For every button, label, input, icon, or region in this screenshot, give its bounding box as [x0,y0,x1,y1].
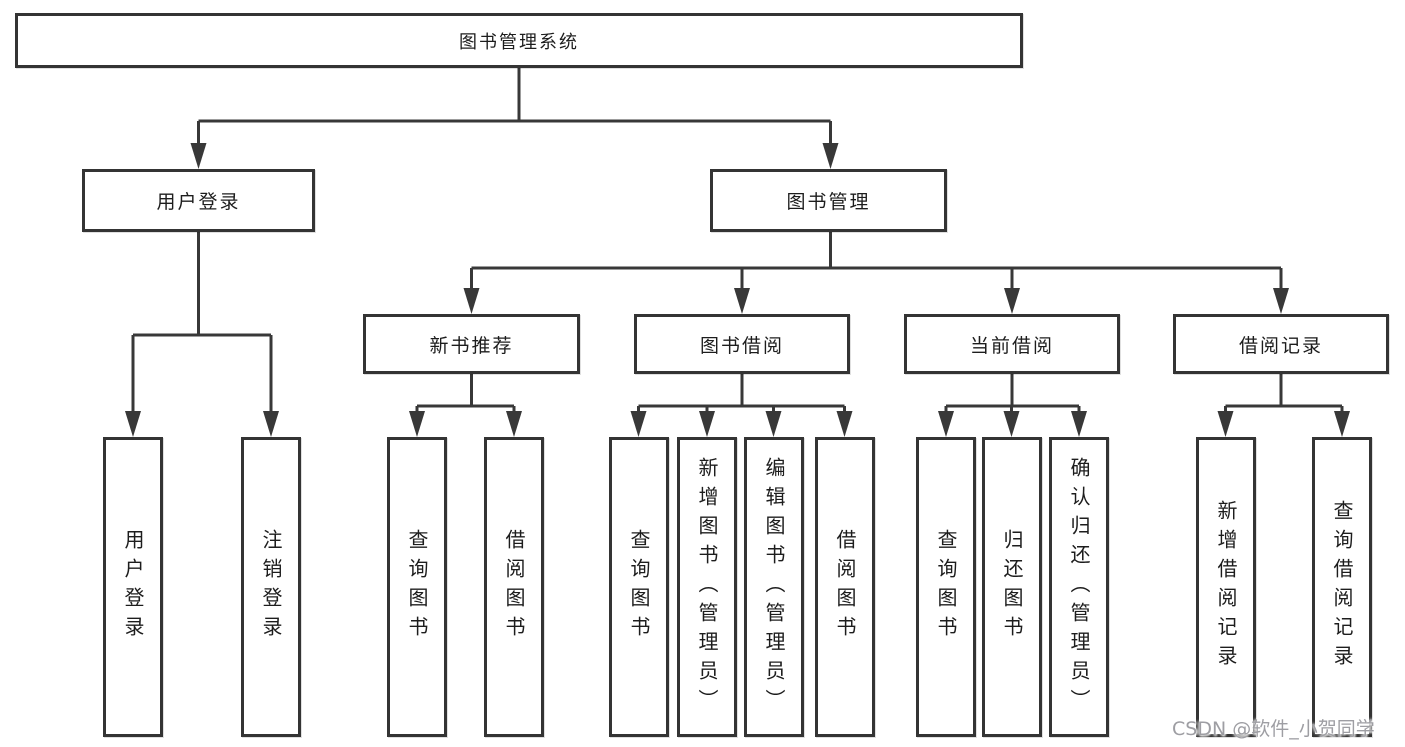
node-label: 借阅图书 [502,529,526,645]
watermark: CSDN @软件_小贺同学 [1172,718,1375,740]
node-label: 查询图书 [934,529,958,645]
node-label: 借阅记录 [1238,334,1323,357]
node-library-management-system: 图书管理系统 [15,13,1023,68]
leaf-borrow-query-books: 查询图书 [609,437,669,737]
node-label: 用户登录 [156,191,241,213]
leaf-current-return-books: 归还图书 [982,437,1042,737]
node-label: 新书推荐 [429,334,514,357]
leaf-borrow-borrow-books: 借阅图书 [815,437,875,737]
node-book-borrowing: 图书借阅 [634,314,850,374]
node-label: 用户登录 [121,529,145,645]
leaf-borrow-add-books-admin: 新增图书（管理员） [677,437,737,737]
leaf-records-query-borrow-record: 查询借阅记录 [1312,437,1372,737]
node-current-borrowing: 当前借阅 [904,314,1120,374]
node-label: 当前借阅 [969,334,1054,357]
node-label: 注销登录 [259,529,283,645]
node-label: 新增图书（管理员） [695,456,719,718]
node-label: 图书管理系统 [459,31,579,53]
node-label: 借阅图书 [833,529,857,645]
leaf-user-login: 用户登录 [103,437,163,737]
leaf-current-query-books: 查询图书 [916,437,976,737]
node-label: 确认归还（管理员） [1067,456,1091,718]
node-user-login: 用户登录 [82,169,315,232]
node-label: 查询图书 [627,529,651,645]
node-label: 查询图书 [405,529,429,645]
node-new-book-recommendation: 新书推荐 [363,314,580,374]
leaf-current-confirm-return-admin: 确认归还（管理员） [1049,437,1109,737]
leaf-records-add-borrow-record: 新增借阅记录 [1196,437,1256,737]
node-label: 查询借阅记录 [1330,500,1354,674]
node-label: 图书管理 [786,191,871,213]
node-label: 编辑图书（管理员） [762,456,786,718]
leaf-recommend-query-books: 查询图书 [387,437,447,737]
node-label: 图书借阅 [699,334,784,357]
node-label: 新增借阅记录 [1214,500,1238,674]
node-label: 归还图书 [1000,529,1024,645]
leaf-borrow-edit-books-admin: 编辑图书（管理员） [744,437,804,737]
leaf-logout-login: 注销登录 [241,437,301,737]
node-book-management: 图书管理 [710,169,947,232]
node-borrowing-records: 借阅记录 [1173,314,1389,374]
leaf-recommend-borrow-books: 借阅图书 [484,437,544,737]
